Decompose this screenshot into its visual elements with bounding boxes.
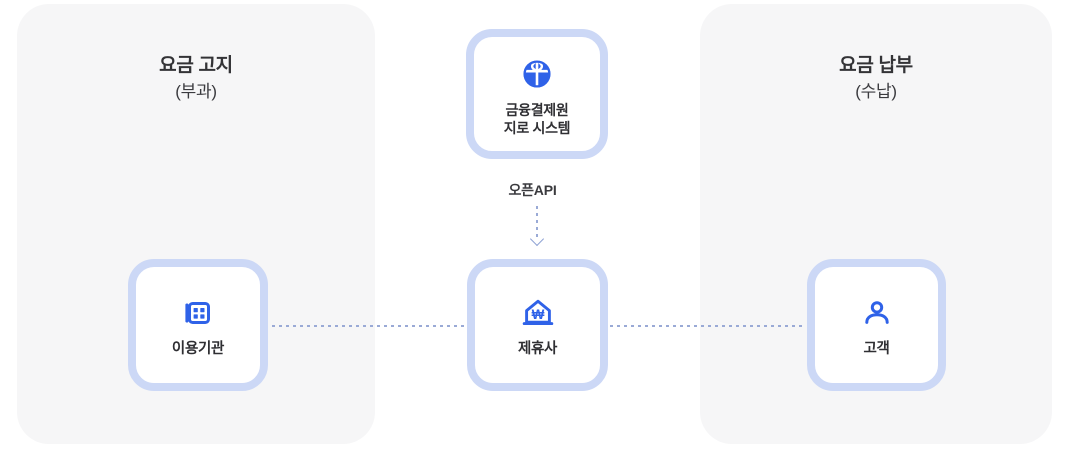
globe-icon: [514, 51, 560, 97]
panel-payment-header: 요금 납부 (수납): [700, 54, 1052, 102]
node-partner[interactable]: ₩ 제휴사: [467, 259, 608, 391]
connector-giro-to-partner-arrow: [536, 206, 538, 237]
connector-agency-to-partner: [272, 325, 472, 327]
panel-billing-title: 요금 고지: [159, 55, 233, 76]
node-partner-label: 제휴사: [517, 341, 558, 358]
node-giro-system-label: 금융결제원 지로 시스템: [503, 101, 571, 136]
person-icon: [854, 290, 900, 336]
building-icon: [175, 290, 221, 336]
open-api-label: 오픈API: [508, 182, 557, 198]
connector-partner-to-customer: [610, 325, 803, 327]
node-giro-system[interactable]: 금융결제원 지로 시스템: [466, 29, 608, 159]
node-customer[interactable]: 고객: [807, 259, 946, 391]
panel-payment-title: 요금 납부: [839, 55, 913, 76]
svg-text:₩: ₩: [531, 308, 544, 323]
panel-billing-header: 요금 고지 (부과): [17, 54, 375, 102]
panel-payment-subtitle: (수납): [855, 81, 897, 101]
panel-billing-subtitle: (부과): [175, 81, 217, 101]
node-customer-label: 고객: [863, 341, 890, 358]
node-agency-label: 이용기관: [171, 341, 225, 358]
node-agency[interactable]: 이용기관: [128, 259, 268, 391]
bank-won-icon: ₩: [515, 290, 561, 336]
